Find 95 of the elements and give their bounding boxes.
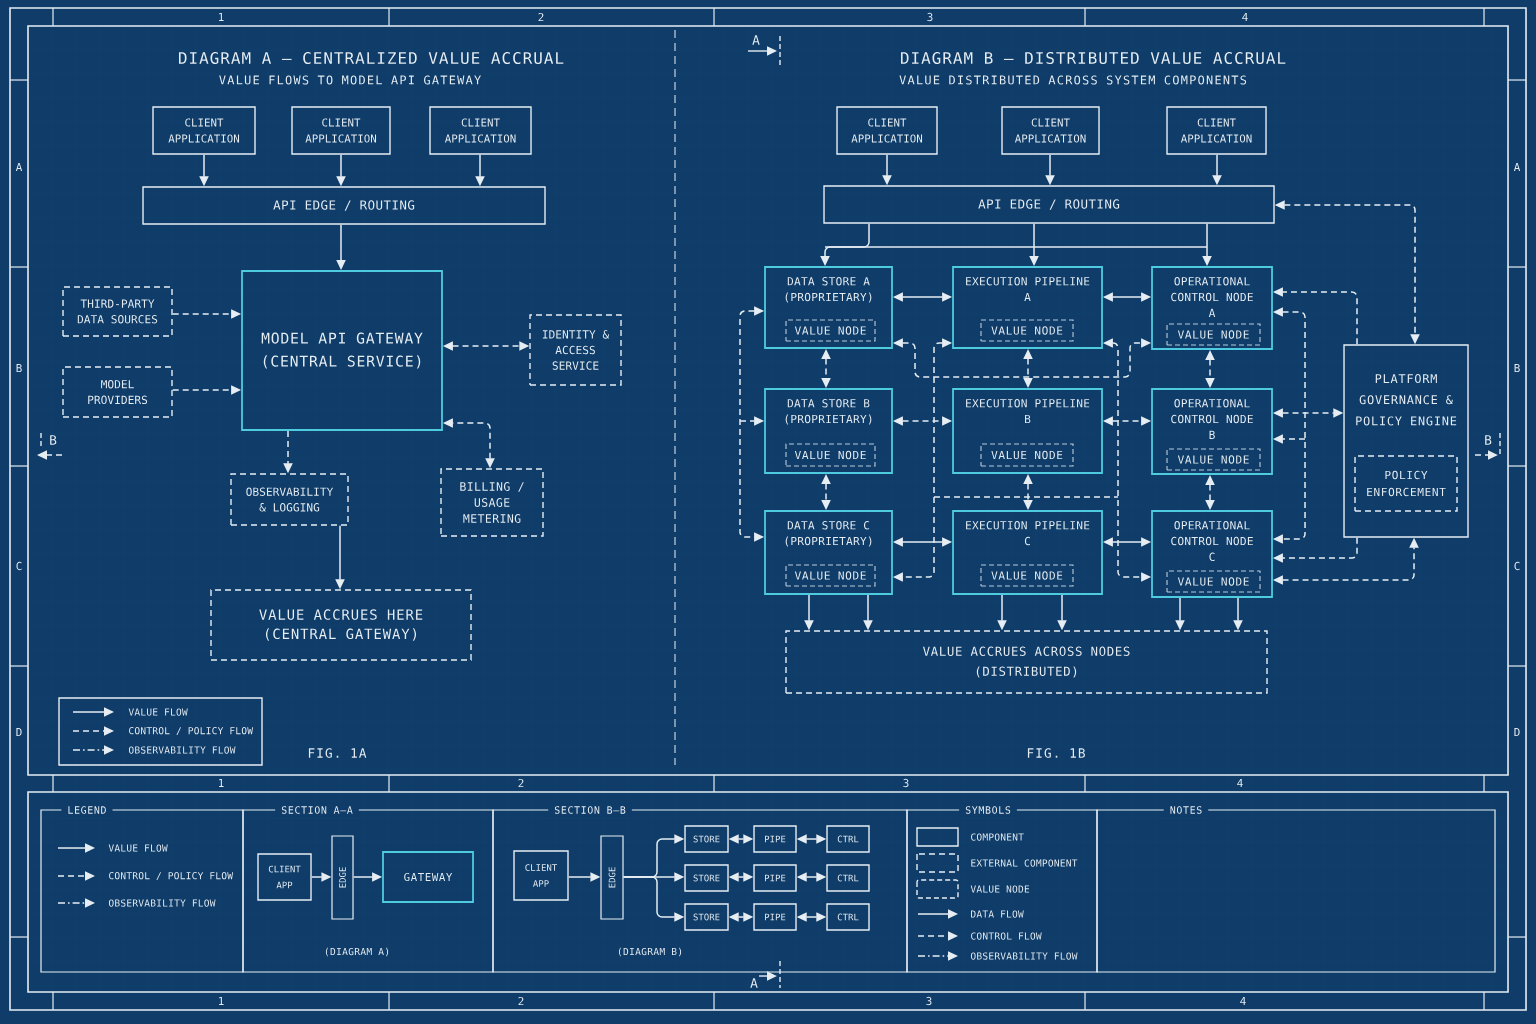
gateway-box: GATEWAY (382, 851, 474, 903)
routing-bar: API EDGE / ROUTING (142, 186, 546, 225)
gateway-box: MODEL API GATEWAY (CENTRAL SERVICE) (241, 270, 443, 431)
zone-number: 1 (219, 997, 224, 1005)
client-app-box: CLIENT APP (257, 853, 312, 901)
panel-heading: SYMBOLS (959, 803, 1017, 817)
zone-number: 4 (1240, 997, 1246, 1005)
edge-box: EDGE (331, 835, 354, 920)
legend-text: OBSERVABILITY FLOW (108, 899, 216, 907)
panel-heading: SECTION B–B (548, 803, 632, 817)
store-box: STORE (684, 864, 729, 892)
legend-text: OBSERVABILITY FLOW (970, 952, 1078, 960)
value-node-box: VALUE NODE (785, 564, 876, 587)
legend-text: VALUE NODE (970, 885, 1030, 893)
section-caption: (DIAGRAM A) (325, 947, 389, 957)
panel-heading: LEGEND (61, 803, 113, 817)
value-node-box: VALUE NODE (1166, 448, 1261, 471)
value-accrual-box: VALUE ACCRUES ACROSS NODES (DISTRIBUTED) (785, 630, 1268, 694)
value-node-box: VALUE NODE (980, 319, 1074, 342)
diagram-subheading: VALUE DISTRIBUTED ACROSS SYSTEM COMPONENTS (899, 75, 1247, 85)
section-letter: B (50, 435, 57, 445)
value-node-box: VALUE NODE (980, 564, 1074, 587)
zone-letter: C (16, 561, 22, 571)
ctrl-box: CTRL (826, 825, 870, 853)
policy-enforcement-box: POLICY ENFORCEMENT (1354, 455, 1458, 512)
pipe-box: PIPE (753, 864, 797, 892)
client-app-box: CLIENT APPLICATION (291, 106, 391, 155)
panel-heading: NOTES (1163, 803, 1209, 817)
section-caption: (DIAGRAM B) (618, 947, 682, 957)
diagram-heading: DIAGRAM B — DISTRIBUTED VALUE ACCRUAL (901, 51, 1286, 65)
arrow (1273, 434, 1306, 444)
value-node-box: VALUE NODE (1166, 323, 1261, 346)
double-arrow (1273, 307, 1306, 544)
pipe-box: PIPE (753, 825, 797, 853)
section-letter: B (1485, 435, 1492, 445)
zone-number: 3 (926, 996, 932, 1006)
value-node-box: VALUE NODE (785, 443, 876, 467)
zone-letter: C (1514, 561, 1520, 571)
figure-caption: FIG. 1A (308, 748, 367, 758)
client-app-box: CLIENT APPLICATION (836, 106, 938, 155)
arrow (1273, 536, 1358, 563)
zone-letter: B (1514, 364, 1520, 372)
zone-number: 3 (903, 778, 909, 788)
diagram-subheading: VALUE FLOWS TO MODEL API GATEWAY (219, 75, 481, 85)
connector-line (824, 246, 1208, 248)
external-component-box: OBSERVABILITY & LOGGING (230, 473, 349, 526)
zone-number: 4 (1242, 13, 1248, 21)
zone-number: 2 (518, 778, 524, 788)
client-app-box: CLIENT APPLICATION (1001, 106, 1100, 155)
zone-number: 2 (538, 12, 544, 22)
zone-letter: A (1513, 163, 1521, 171)
figure-caption: FIG. 1B (1027, 748, 1085, 758)
external-component-box: IDENTITY & ACCESS SERVICE (529, 314, 622, 386)
value-node-box: VALUE NODE (980, 443, 1074, 467)
pipe-box: PIPE (753, 903, 797, 931)
legend-text: OBSERVABILITY FLOW (128, 746, 236, 754)
zone-number: 4 (1237, 779, 1243, 787)
legend-text: EXTERNAL COMPONENT (971, 859, 1078, 867)
routing-bar: API EDGE / ROUTING (823, 185, 1275, 224)
edge-box: EDGE (600, 835, 624, 920)
external-component-box: BILLING / USAGE METERING (440, 468, 544, 537)
client-app-box: CLIENT APP (513, 850, 569, 901)
client-app-box: CLIENT APPLICATION (152, 106, 256, 155)
client-app-box: CLIENT APPLICATION (429, 106, 532, 155)
external-component-box: MODEL PROVIDERS (62, 366, 173, 418)
zone-number: 3 (927, 12, 933, 22)
value-node-box: VALUE NODE (1166, 570, 1261, 593)
zone-number: 1 (219, 13, 224, 21)
legend-text: COMPONENT (971, 833, 1024, 841)
panel-heading: SECTION A–A (275, 803, 359, 817)
legend-text: VALUE FLOW (108, 844, 168, 852)
section-letter: A (752, 35, 760, 45)
diagram-heading: DIAGRAM A — CENTRALIZED VALUE ACCRUAL (179, 51, 564, 65)
legend-text: CONTROL / POLICY FLOW (129, 727, 254, 735)
zone-letter: B (16, 364, 22, 372)
legend-text: CONTROL / POLICY FLOW (109, 872, 234, 880)
legend-text: VALUE FLOW (128, 708, 188, 716)
client-app-box: CLIENT APPLICATION (1166, 106, 1267, 155)
value-node-box: VALUE NODE (785, 319, 876, 342)
store-box: STORE (684, 825, 729, 853)
zone-letter: D (1514, 728, 1520, 736)
zone-number: 2 (518, 996, 524, 1006)
zone-letter: D (16, 728, 22, 736)
external-component-box: THIRD-PARTY DATA SOURCES (62, 286, 173, 337)
section-letter: A (750, 978, 758, 988)
connector-line (933, 496, 1119, 498)
ctrl-box: CTRL (826, 864, 870, 892)
legend-text: CONTROL FLOW (971, 932, 1042, 940)
zone-letter: A (15, 163, 23, 171)
store-box: STORE (684, 903, 729, 931)
value-accrual-box: VALUE ACCRUES HERE (CENTRAL GATEWAY) (210, 589, 472, 661)
ctrl-box: CTRL (826, 903, 870, 931)
legend-text: DATA FLOW (971, 910, 1024, 918)
zone-number: 1 (219, 779, 224, 787)
arrow (1273, 287, 1358, 346)
